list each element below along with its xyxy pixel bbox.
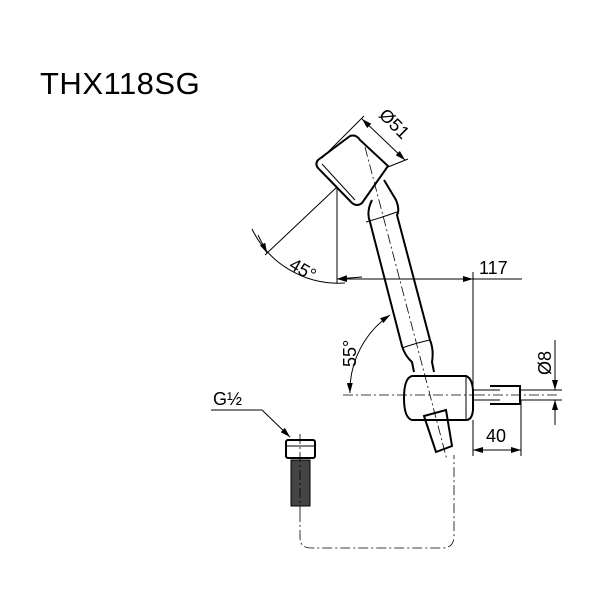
dimension-bracket-depth: 40	[472, 400, 522, 456]
dimension-projection: 117	[337, 258, 522, 395]
wall-bracket	[343, 375, 560, 454]
projection-label: 117	[479, 258, 508, 278]
shower-handle	[365, 179, 435, 373]
arm-angle-label: 55°	[340, 340, 360, 367]
bracket-depth-label: 40	[486, 426, 506, 446]
hose-path	[299, 455, 455, 549]
screw-diameter-label: Ø8	[535, 351, 555, 375]
dimension-head-angle: 45°	[251, 186, 363, 285]
dimension-head-diameter: Ø51	[321, 105, 413, 168]
thread-label: G½	[213, 389, 242, 409]
dimension-screw-diameter: Ø8	[520, 340, 562, 425]
model-title: THX118SG	[40, 66, 201, 101]
hose-fitting: G½	[211, 389, 316, 512]
dimension-arm-angle: 55°	[340, 314, 391, 394]
shower-head	[315, 134, 448, 461]
